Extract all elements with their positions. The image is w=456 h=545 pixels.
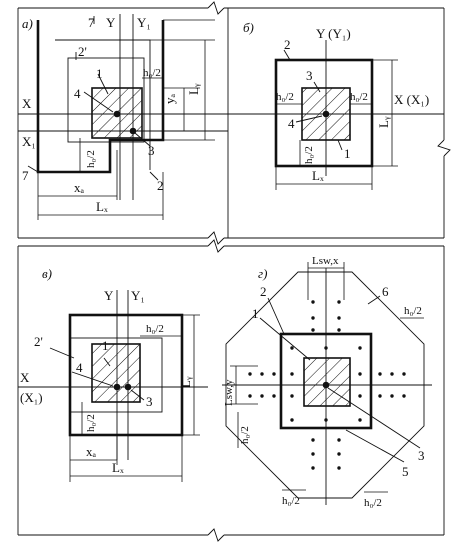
label-7: 7	[22, 168, 29, 183]
centroid-dot	[322, 381, 330, 389]
label-y1: Y₁	[131, 288, 145, 303]
label-x: X	[20, 370, 30, 385]
label-3: 3	[146, 394, 153, 409]
label-2: 2	[157, 178, 164, 193]
label-h0: h₀/2	[282, 495, 300, 507]
stud-dots	[248, 300, 406, 470]
panel-b-title: б)	[243, 20, 254, 35]
label-y-y1: Y (Y₁)	[316, 26, 351, 41]
label-lx: Lₓ	[312, 168, 324, 183]
label-x1: (X₁)	[20, 390, 43, 405]
centroid-dot	[124, 383, 132, 391]
label-h0: h₀/2	[404, 305, 422, 317]
label-h0: h₀/2	[276, 91, 294, 103]
label-1: 1	[102, 338, 109, 353]
label-h0: h₀/2	[143, 67, 161, 79]
frame-lines	[17, 1, 451, 542]
label-2-prime: 2'	[34, 334, 43, 349]
label-h0: h₀/2	[364, 497, 382, 509]
label-ly: Lᵧ	[186, 83, 202, 95]
label-ly: Lᵧ	[178, 376, 194, 388]
label-1: 1	[344, 146, 351, 161]
label-h0: h₀/2	[146, 323, 164, 335]
panel-a-title: а)	[22, 16, 33, 31]
label-h0: h₀/2	[350, 91, 368, 103]
label-ya: yₐ	[162, 94, 177, 105]
label-7: 7	[88, 15, 95, 30]
panel-b: б) Y (Y₁) 2 3 h₀/2 h₀/2 X (X₁) 4 Lᵧ	[228, 20, 444, 190]
octagon-perimeter	[225, 271, 425, 499]
label-2-prime: 2'	[78, 44, 87, 59]
label-y: Y	[104, 288, 114, 303]
label-xa: xₐ	[86, 444, 97, 459]
label-y1: Y₁	[137, 15, 151, 30]
panel-g: г)	[222, 255, 432, 509]
label-5: 5	[402, 464, 409, 479]
label-lswx: Lsw,x	[312, 255, 339, 267]
label-x: X	[22, 96, 32, 111]
label-3: 3	[418, 448, 425, 463]
label-ly: Lᵧ	[376, 116, 392, 128]
label-4: 4	[288, 116, 295, 131]
label-2: 2	[284, 37, 291, 52]
label-y: Y	[106, 15, 116, 30]
label-lx: Lₓ	[112, 460, 124, 475]
label-4: 4	[76, 360, 83, 375]
label-2: 2	[260, 284, 267, 299]
label-x1: X₁	[22, 134, 36, 149]
label-3: 3	[148, 143, 155, 158]
label-lswy: Lsw,y	[223, 379, 235, 406]
label-lx: Lₓ	[96, 199, 108, 214]
panel-v-title: в)	[42, 266, 52, 281]
panel-v: в) Y Y₁ 2' 1 h₀/2 X	[18, 266, 208, 482]
label-h0: h₀/2	[239, 426, 251, 444]
label-3: 3	[306, 68, 313, 83]
centroid-dot	[113, 383, 121, 391]
label-x-x1: X (X₁)	[394, 92, 429, 107]
label-h0: h₀/2	[303, 146, 315, 164]
label-h0: h₀/2	[85, 414, 97, 432]
label-6: 6	[382, 284, 389, 299]
perimeter-2	[274, 58, 374, 168]
panel-g-title: г)	[258, 266, 267, 281]
centroid-dot	[113, 110, 121, 118]
label-1: 1	[96, 66, 103, 81]
label-1: 1	[252, 306, 259, 321]
label-4: 4	[74, 86, 81, 101]
label-xa: xₐ	[74, 180, 85, 195]
panel-a: а)	[18, 14, 228, 220]
centroid-dot	[322, 110, 330, 118]
centroid-dot	[129, 127, 137, 135]
label-h0: h₀/2	[85, 150, 97, 168]
column-hatched	[91, 343, 141, 403]
